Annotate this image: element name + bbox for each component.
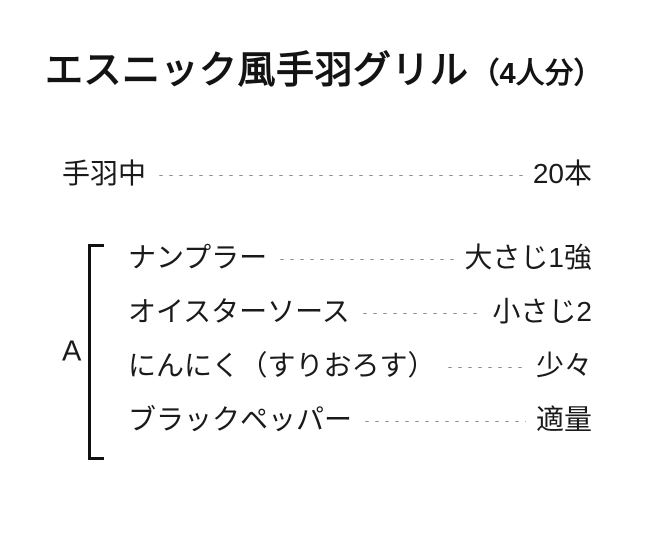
page-title: エスニック風手羽グリル （4人分） (45, 52, 603, 90)
ingredient-name: にんにく（すりおろす） (128, 350, 436, 381)
group-label-a: A (62, 335, 82, 368)
group-a-rows: ナンプラー 大さじ1強 オイスターソース 小さじ2 にんにく（すりおろす） 少々… (62, 244, 592, 460)
dot-leader (445, 367, 526, 368)
dot-leader (156, 175, 523, 176)
ingredient-amount: 適量 (535, 404, 592, 435)
ingredient-row: にんにく（すりおろす） 少々 (128, 352, 592, 406)
ingredient-amount: 少々 (535, 350, 592, 381)
recipe-yield-text: （4人分） (470, 58, 603, 90)
ingredient-row: ブラックペッパー 適量 (128, 406, 592, 460)
ingredient-name: 手羽中 (62, 158, 147, 189)
ingredient-group-a: A ナンプラー 大さじ1強 オイスターソース 小さじ2 にんにく（すりおろす） … (0, 244, 650, 460)
ingredient-amount: 大さじ1強 (464, 242, 592, 273)
ingredient-name: オイスターソース (128, 296, 350, 327)
ingredient-name: ブラックペッパー (128, 404, 353, 435)
dot-leader (362, 421, 526, 422)
ingredient-list: 手羽中 20本 A ナンプラー 大さじ1強 オイスターソース 小さじ2 (0, 160, 650, 460)
ingredient-name: ナンプラー (128, 242, 268, 273)
recipe-title-text: エスニック風手羽グリル (45, 50, 469, 92)
ingredient-row: ナンプラー 大さじ1強 (128, 244, 592, 298)
ingredient-amount: 20本 (532, 158, 592, 189)
dot-leader (277, 259, 455, 260)
ingredient-amount: 小さじ2 (492, 296, 592, 327)
dot-leader (359, 313, 483, 314)
ingredient-row-main: 手羽中 20本 (0, 160, 650, 215)
group-bracket-icon (88, 244, 104, 460)
ingredient-row: オイスターソース 小さじ2 (128, 298, 592, 352)
